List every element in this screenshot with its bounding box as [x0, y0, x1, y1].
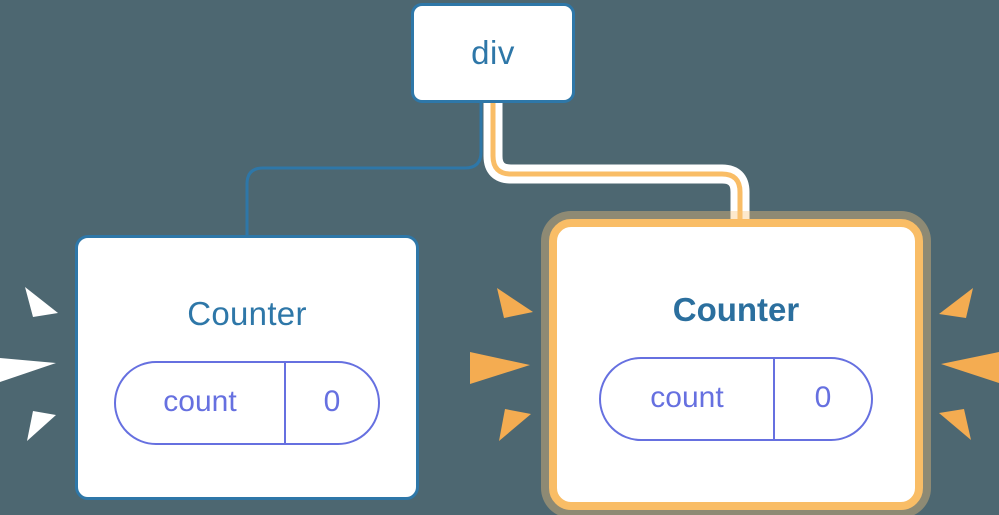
- node-counter-left-title: Counter: [187, 294, 307, 332]
- state-pill-left-key: count: [163, 384, 237, 418]
- node-div-label: div: [471, 34, 515, 71]
- node-counter-right-body: Counter count 0: [557, 227, 915, 502]
- node-counter-left[interactable]: Counter count 0: [75, 235, 419, 500]
- sparkle-group-middle-active: [470, 288, 533, 441]
- sparkle-group-right-active: [939, 288, 999, 440]
- state-pill-right-key: count: [650, 380, 724, 414]
- node-counter-right-title: Counter: [672, 290, 800, 328]
- wire-root-to-right-counter: [490, 103, 743, 232]
- node-div[interactable]: div: [411, 3, 575, 103]
- sparkle-group-left-idle: [0, 287, 58, 441]
- state-pill-left-value: 0: [284, 362, 378, 443]
- node-counter-left-body: Counter count 0: [78, 238, 416, 497]
- wire-root-to-left-counter: [245, 103, 483, 238]
- node-counter-right[interactable]: Counter count 0: [549, 219, 923, 510]
- state-pill-right-value: 0: [773, 358, 871, 439]
- state-pill-right[interactable]: count 0: [599, 356, 873, 441]
- state-pill-left[interactable]: count 0: [114, 360, 380, 445]
